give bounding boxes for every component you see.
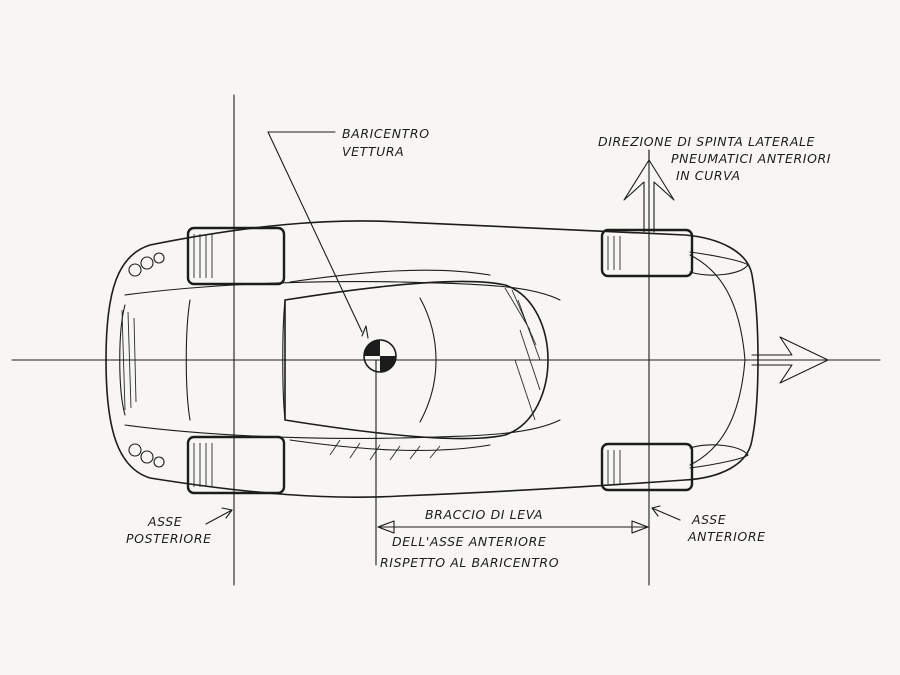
cg-leader-line bbox=[267, 131, 363, 333]
rear-wheel-top bbox=[186, 226, 286, 286]
windshield-hatch bbox=[504, 287, 541, 421]
rear-axle-label-line2: POSTERIORE bbox=[126, 531, 212, 546]
wheels bbox=[186, 226, 694, 495]
front-axle-label: ASSE ANTERIORE bbox=[687, 512, 766, 544]
lever-label-line2: DELL'ASSE ANTERIORE bbox=[392, 534, 546, 549]
rear-deck bbox=[185, 299, 286, 421]
lever-arm-dimension bbox=[377, 520, 649, 534]
front-nose-line bbox=[689, 254, 746, 466]
thrust-label: DIREZIONE DI SPINTA LATERALE PNEUMATICI … bbox=[598, 134, 831, 183]
rear-axle-label-line1: ASSE bbox=[147, 514, 182, 529]
rear-axle-label: ASSE POSTERIORE bbox=[126, 514, 212, 546]
rear-axle-pointer bbox=[205, 507, 233, 525]
thrust-label-line1: DIREZIONE DI SPINTA LATERALE bbox=[598, 134, 815, 149]
thrust-label-line3: IN CURVA bbox=[676, 168, 741, 183]
double-arrow-up-icon bbox=[623, 149, 675, 233]
front-wheel-bottom bbox=[600, 442, 694, 492]
side-intake-hatch bbox=[329, 439, 441, 461]
headlight-left bbox=[689, 251, 749, 276]
cg-label-line2: VETTURA bbox=[342, 144, 404, 159]
wheel-hatch bbox=[193, 234, 621, 487]
front-axle-label-line2: ANTERIORE bbox=[687, 529, 766, 544]
front-axle-pointer bbox=[651, 505, 681, 521]
headlight-right bbox=[689, 444, 749, 469]
windshield-line bbox=[419, 297, 437, 423]
side-intake bbox=[289, 269, 491, 451]
cg-symbol-icon bbox=[361, 325, 397, 373]
front-axle-label-line1: ASSE bbox=[691, 512, 726, 527]
body-outline bbox=[105, 220, 759, 498]
rear-bumper-hatch bbox=[121, 309, 137, 411]
lever-label: BRACCIO DI LEVA DELL'ASSE ANTERIORE RISP… bbox=[380, 507, 559, 570]
cabin-outline bbox=[284, 280, 549, 440]
body-inner-line bbox=[124, 281, 561, 301]
lever-label-line3: RISPETTO AL BARICENTRO bbox=[380, 555, 559, 570]
rear-lights-right bbox=[128, 443, 165, 468]
car-body bbox=[105, 220, 759, 498]
construction-lines bbox=[11, 94, 881, 586]
double-arrow-right-icon bbox=[751, 336, 829, 384]
lever-label-line1: BRACCIO DI LEVA bbox=[425, 507, 543, 522]
cg-label: BARICENTRO VETTURA bbox=[342, 126, 430, 159]
body-inner-line bbox=[124, 419, 561, 439]
thrust-label-line2: PNEUMATICI ANTERIORI bbox=[671, 151, 831, 166]
rear-bumper bbox=[119, 304, 126, 416]
cg-label-line1: BARICENTRO bbox=[342, 126, 430, 141]
rear-wheel-bottom bbox=[186, 435, 286, 495]
front-wheel-top bbox=[600, 228, 694, 278]
rear-lights-left bbox=[128, 252, 165, 277]
